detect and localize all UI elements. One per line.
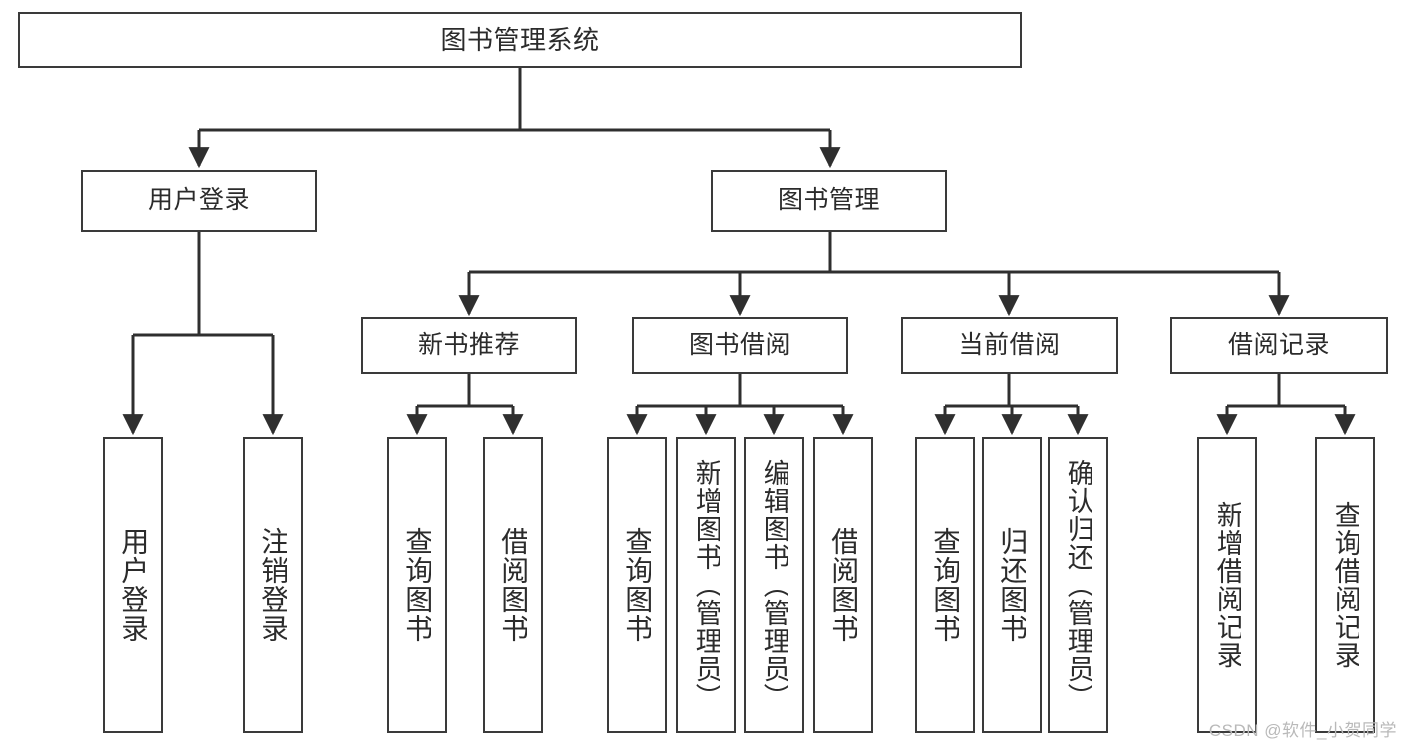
node-label: 用户登录 xyxy=(118,527,148,643)
node-label: 归还图书 xyxy=(997,527,1027,643)
node-user-login[interactable]: 用户登录 xyxy=(81,170,317,232)
leaf-edit-book-admin[interactable]: 编辑图书（管理员） xyxy=(744,437,804,733)
node-borrow-record[interactable]: 借阅记录 xyxy=(1170,317,1388,374)
leaf-query-book-recommend[interactable]: 查询图书 xyxy=(387,437,447,733)
leaf-query-borrow-record[interactable]: 查询借阅记录 xyxy=(1315,437,1375,733)
node-label: 借阅记录 xyxy=(1227,330,1330,359)
node-label: 查询图书 xyxy=(622,527,652,643)
node-label: 新书推荐 xyxy=(417,330,520,359)
node-label: 查询借阅记录 xyxy=(1331,501,1359,669)
node-label: 借阅图书 xyxy=(828,527,858,643)
node-new-book-recommend[interactable]: 新书推荐 xyxy=(361,317,577,374)
leaf-add-borrow-record[interactable]: 新增借阅记录 xyxy=(1197,437,1257,733)
leaf-logout[interactable]: 注销登录 xyxy=(243,437,303,733)
node-label: 借阅图书 xyxy=(498,527,528,643)
watermark: CSDN @软件_小贺同学 xyxy=(1208,721,1397,740)
node-book-borrow[interactable]: 图书借阅 xyxy=(632,317,848,374)
leaf-user-login[interactable]: 用户登录 xyxy=(103,437,163,733)
node-label: 查询图书 xyxy=(930,527,960,643)
node-label: 新增借阅记录 xyxy=(1213,501,1241,669)
node-label: 图书管理系统 xyxy=(440,24,600,55)
leaf-return-book[interactable]: 归还图书 xyxy=(982,437,1042,733)
leaf-add-book-admin[interactable]: 新增图书（管理员） xyxy=(676,437,736,733)
node-book-management[interactable]: 图书管理 xyxy=(711,170,947,232)
node-label: 确认归还（管理员） xyxy=(1064,459,1092,711)
leaf-confirm-return-admin[interactable]: 确认归还（管理员） xyxy=(1048,437,1108,733)
node-label: 用户登录 xyxy=(147,186,250,215)
node-label: 查询图书 xyxy=(402,527,432,643)
leaf-borrow-book[interactable]: 借阅图书 xyxy=(813,437,873,733)
node-label: 图书借阅 xyxy=(688,330,791,359)
leaf-query-book-current[interactable]: 查询图书 xyxy=(915,437,975,733)
node-label: 新增图书（管理员） xyxy=(692,459,720,711)
node-label: 当前借阅 xyxy=(958,330,1061,359)
node-label: 编辑图书（管理员） xyxy=(760,459,788,711)
node-label: 图书管理 xyxy=(777,186,880,215)
node-root-system[interactable]: 图书管理系统 xyxy=(18,12,1022,68)
node-label: 注销登录 xyxy=(258,527,288,643)
leaf-borrow-book-recommend[interactable]: 借阅图书 xyxy=(483,437,543,733)
leaf-query-book-borrow[interactable]: 查询图书 xyxy=(607,437,667,733)
node-current-borrow[interactable]: 当前借阅 xyxy=(901,317,1118,374)
